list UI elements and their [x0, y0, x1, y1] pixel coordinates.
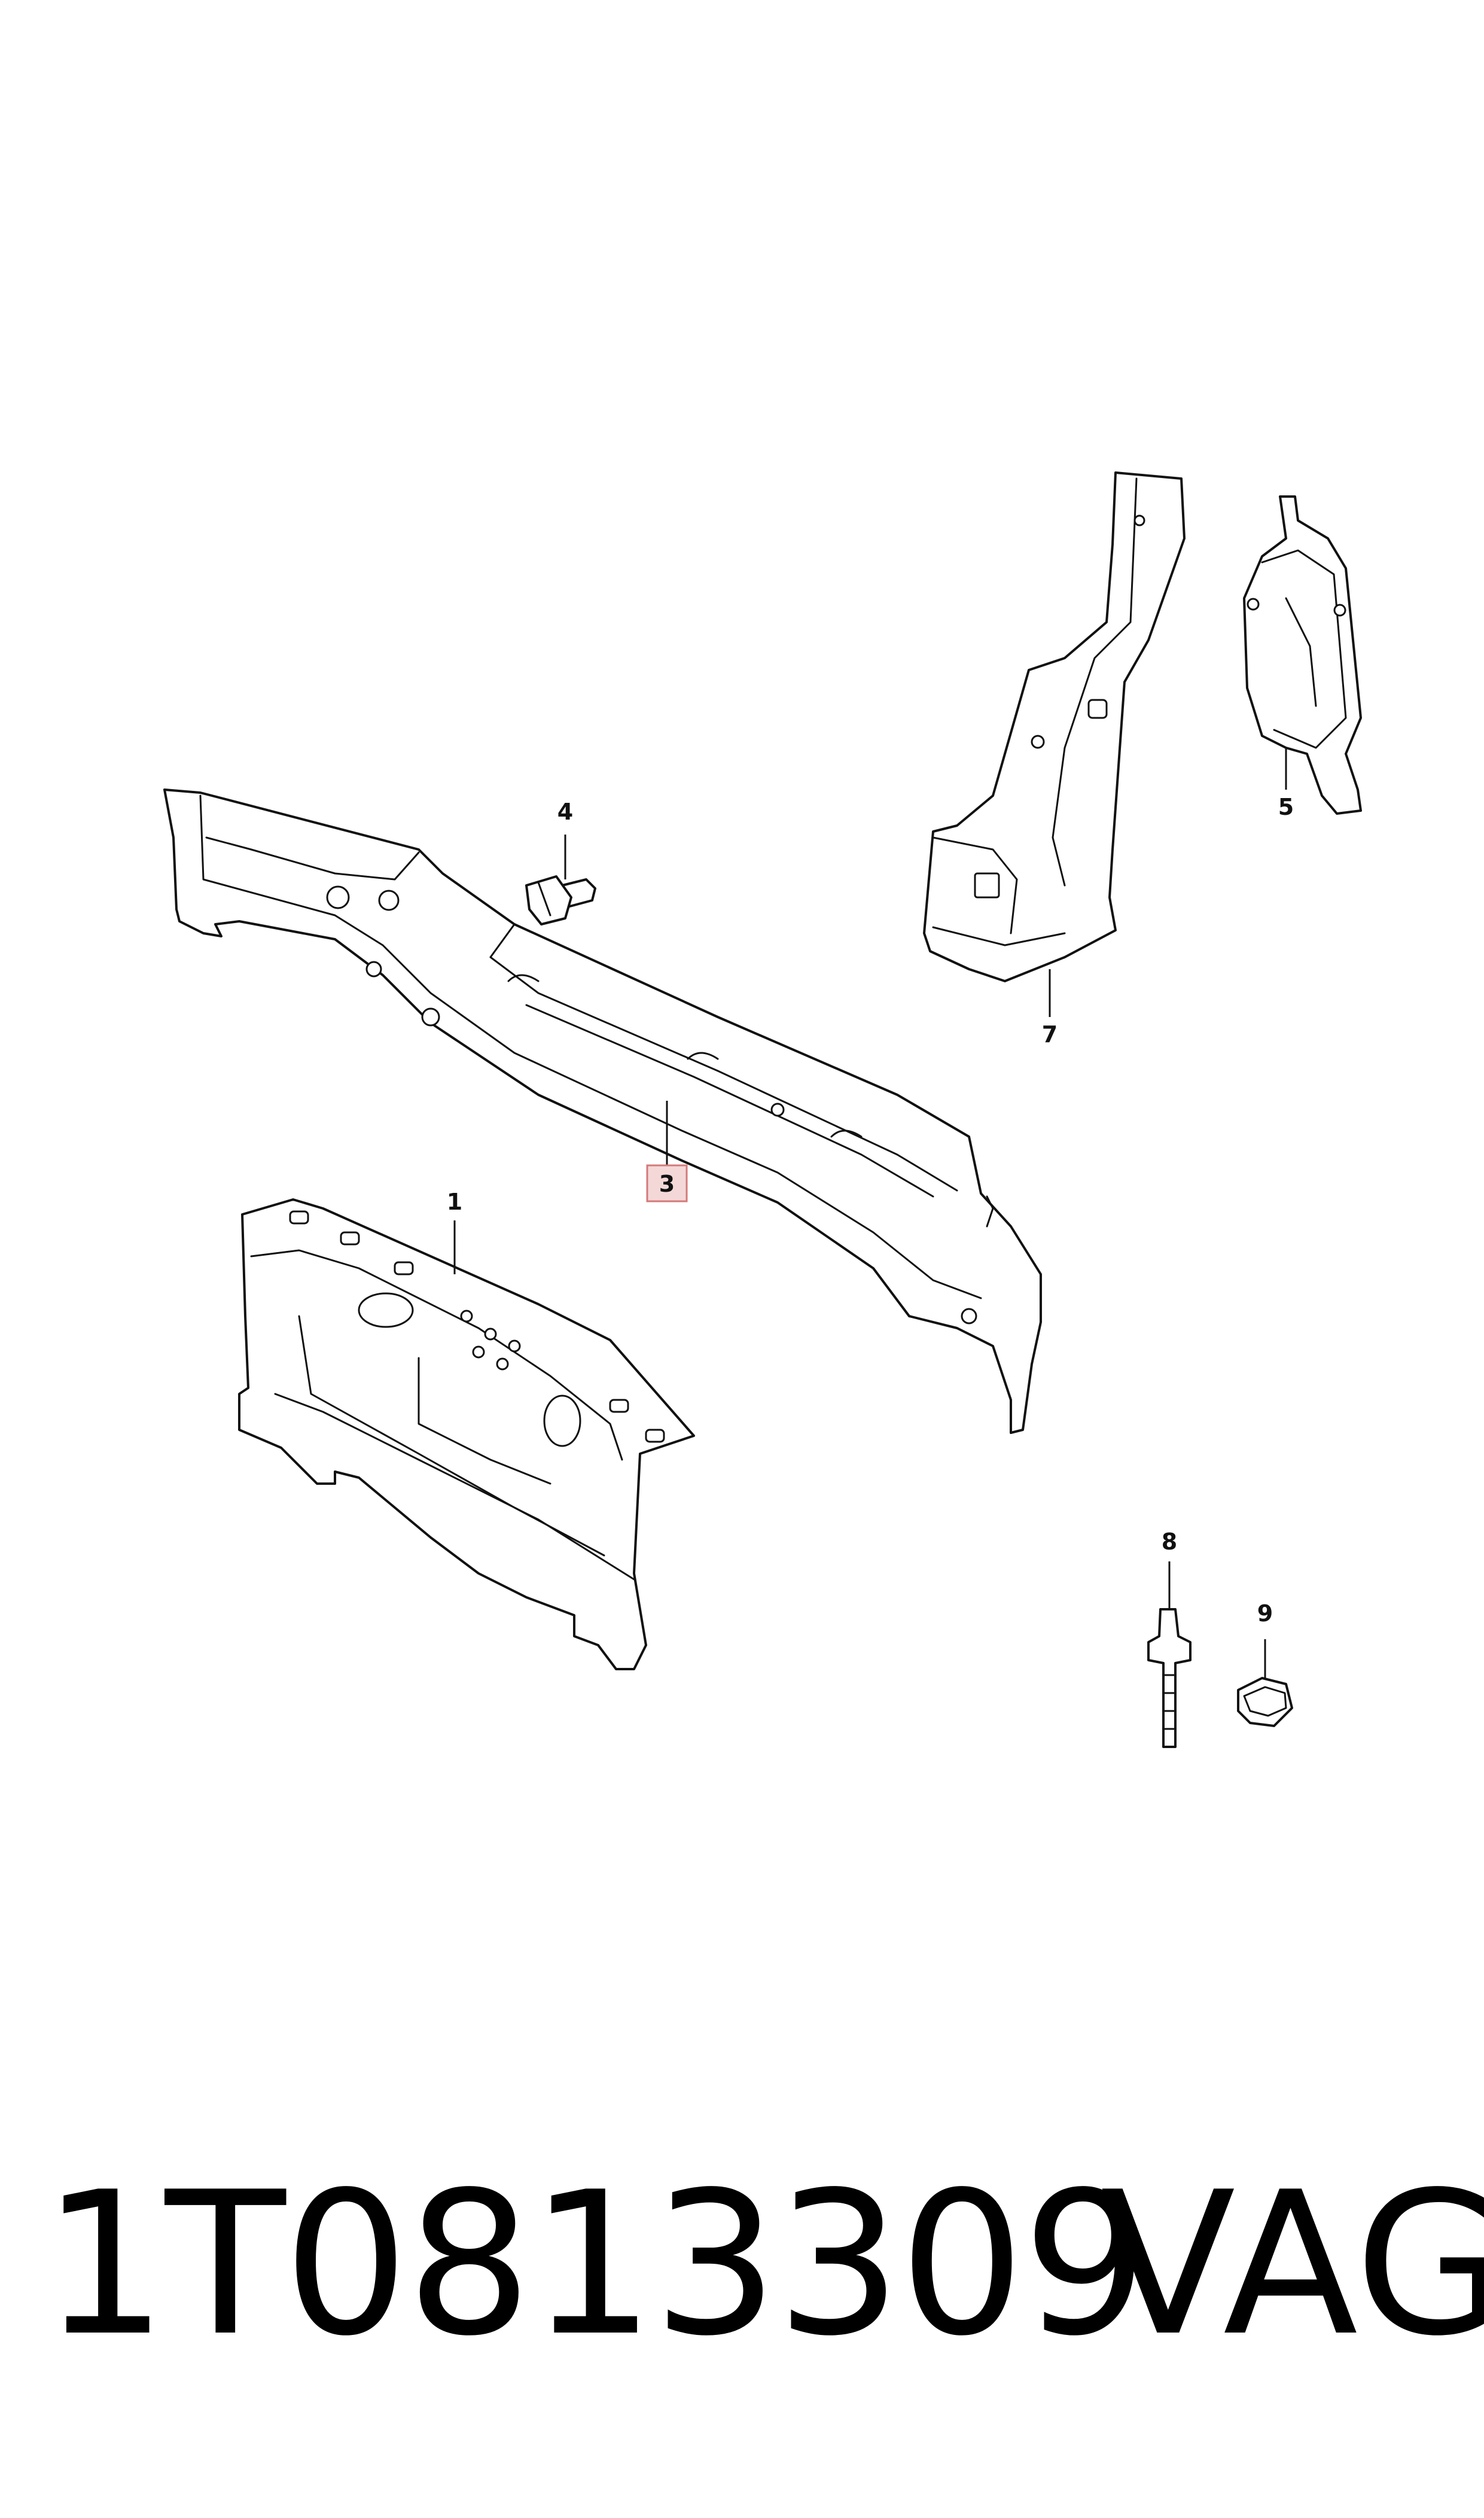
part-number: 1T0813309 [42, 2149, 1148, 2379]
part-1-rear-panel[interactable] [238, 1198, 695, 1670]
callout-3-highlight: 3 [646, 1164, 688, 1202]
callout-1: 1 [447, 1189, 462, 1215]
callout-5: 5 [1278, 794, 1294, 820]
callout-9: 9 [1257, 1600, 1273, 1627]
part-9-nut[interactable] [1237, 1677, 1293, 1727]
part-8-stud[interactable] [1147, 1608, 1192, 1748]
parts-diagram: 1 3 4 5 7 8 9 [163, 471, 1362, 1748]
part-3-cross-member[interactable] [163, 788, 1042, 1434]
part-7-bracket[interactable] [923, 471, 1186, 982]
brand-name: VAG [1101, 2149, 1484, 2379]
part-4-bolt[interactable] [525, 875, 596, 925]
callout-3: 3 [659, 1171, 675, 1197]
callout-8: 8 [1162, 1529, 1177, 1555]
callout-4: 4 [557, 799, 573, 825]
part-5-cover[interactable] [1243, 495, 1362, 815]
callout-7: 7 [1042, 1021, 1058, 1048]
